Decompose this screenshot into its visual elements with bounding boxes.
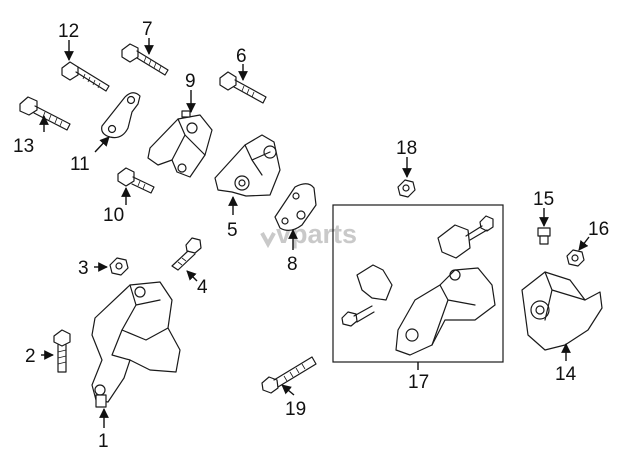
callout-18: 18 <box>396 138 417 159</box>
part-10-bolt <box>117 167 155 194</box>
part-1-transmission-mount <box>91 281 181 408</box>
callout-1: 1 <box>98 431 109 452</box>
callout-5: 5 <box>227 220 238 241</box>
part-3-nut <box>109 257 129 276</box>
callout-7: 7 <box>142 19 153 40</box>
callout-14: 14 <box>555 364 577 385</box>
part-9-bracket <box>147 110 213 178</box>
part-11-bracket <box>101 92 141 139</box>
watermark-logo: vparts <box>260 219 357 249</box>
part-16-nut <box>566 249 585 267</box>
callout-labels: 12 7 6 9 13 11 10 5 8 18 3 4 2 1 19 17 1… <box>13 19 609 452</box>
callout-15: 15 <box>533 189 554 210</box>
callout-8: 8 <box>287 254 298 275</box>
part-12-bolt <box>61 61 110 92</box>
part-5-engine-mount <box>214 134 281 197</box>
part-19-bolt <box>261 356 317 394</box>
callout-19: 19 <box>285 399 306 420</box>
callout-2: 2 <box>25 346 36 367</box>
callout-3: 3 <box>78 258 89 279</box>
callout-11: 11 <box>70 154 90 175</box>
part-4-bolt <box>171 237 202 271</box>
callout-leaders <box>39 38 590 428</box>
part-6-bolt <box>219 71 267 104</box>
callout-17: 17 <box>408 372 429 393</box>
callout-13: 13 <box>13 136 34 157</box>
part-14-mount <box>521 271 603 351</box>
callout-16: 16 <box>588 219 609 240</box>
part-15-bolt <box>537 227 551 245</box>
part-8-bracket <box>274 183 317 231</box>
part-13-bolt <box>19 96 71 131</box>
callout-6: 6 <box>236 46 247 67</box>
part-18-nut <box>397 179 416 198</box>
callout-12: 12 <box>58 21 79 42</box>
part-2-bolt <box>53 329 71 373</box>
callout-10: 10 <box>103 205 124 226</box>
part-7-bolt <box>121 43 169 76</box>
callout-9: 9 <box>185 71 196 92</box>
callout-4: 4 <box>197 277 208 298</box>
part-17-assembly-box <box>332 204 504 363</box>
